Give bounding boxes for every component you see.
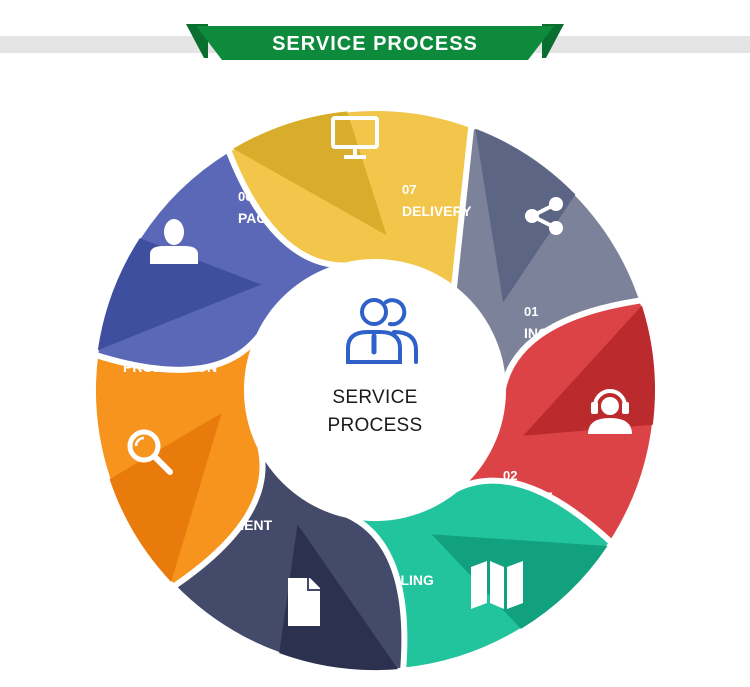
segment-shade	[523, 305, 655, 436]
segment-shade	[97, 238, 262, 351]
monitor-icon	[331, 116, 379, 159]
process-wheel: 01INQUIRY02QUOTE03SAMPLING04PAYMENT05PRO…	[90, 105, 660, 676]
user-icon	[150, 219, 198, 264]
search-icon	[127, 429, 173, 475]
map-icon	[471, 561, 523, 609]
team-icon	[346, 298, 418, 364]
step-number: 01	[524, 304, 538, 319]
step-label: DELIVERY	[402, 203, 472, 219]
banner-title: SERVICE PROCESS	[272, 33, 478, 55]
document-icon	[288, 578, 320, 626]
title-banner: SERVICE PROCESS	[186, 24, 564, 60]
segment-shade	[109, 413, 222, 582]
center-title-line2: PROCESS	[327, 415, 422, 436]
segment-shade	[233, 111, 387, 236]
headset-icon	[588, 389, 632, 434]
share-icon	[525, 197, 563, 235]
center-circle	[245, 260, 505, 520]
segment-shade	[279, 524, 398, 671]
center-title-line1: SERVICE	[332, 387, 417, 408]
step-number: 07	[402, 182, 416, 197]
